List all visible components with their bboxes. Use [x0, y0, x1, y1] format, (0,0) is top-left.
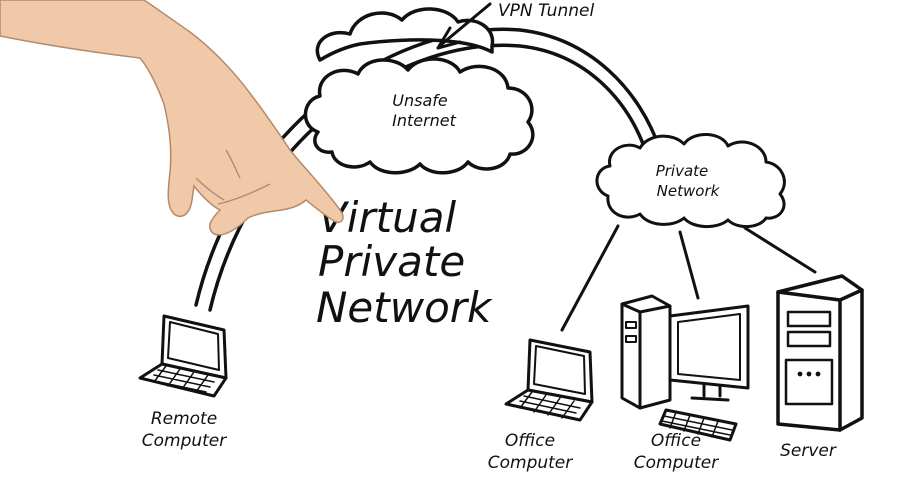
private-network-links [560, 224, 817, 332]
private-cloud-line-1: Private [656, 162, 709, 180]
internet-cloud-line-1: Unsafe [392, 91, 448, 110]
unsafe-internet-cloud: Unsafe Internet [303, 57, 535, 175]
server-led-2 [806, 371, 812, 377]
internet-cloud-line-2: Internet [392, 111, 457, 130]
tunnel-cloud-icon [315, 7, 495, 62]
server-led-3 [815, 371, 821, 377]
title-line-3: Network [316, 283, 493, 332]
title-line-2: Private [318, 237, 465, 286]
remote-computer-label-1: Remote [151, 409, 217, 429]
remote-computer-label-2: Computer [142, 431, 228, 451]
private-cloud-line-2: Network [657, 182, 721, 200]
pointing-hand-icon [0, 0, 344, 236]
private-network-cloud: Private Network [595, 133, 786, 228]
vpn-tunnel-arrow-icon [436, 2, 492, 50]
vpn-tunnel-label: VPN Tunnel [498, 1, 594, 21]
office-laptop-icon [504, 338, 594, 422]
server-label: Server [780, 441, 837, 461]
remote-laptop-icon [138, 314, 228, 398]
office-laptop-label-2: Computer [488, 453, 574, 473]
office-desktop-label-2: Computer [634, 453, 720, 473]
office-desktop-label-1: Office [651, 431, 701, 451]
server-icon [776, 274, 864, 432]
server-led-1 [797, 371, 803, 377]
office-desktop-icon [620, 294, 750, 442]
office-laptop-label-1: Office [505, 431, 555, 451]
